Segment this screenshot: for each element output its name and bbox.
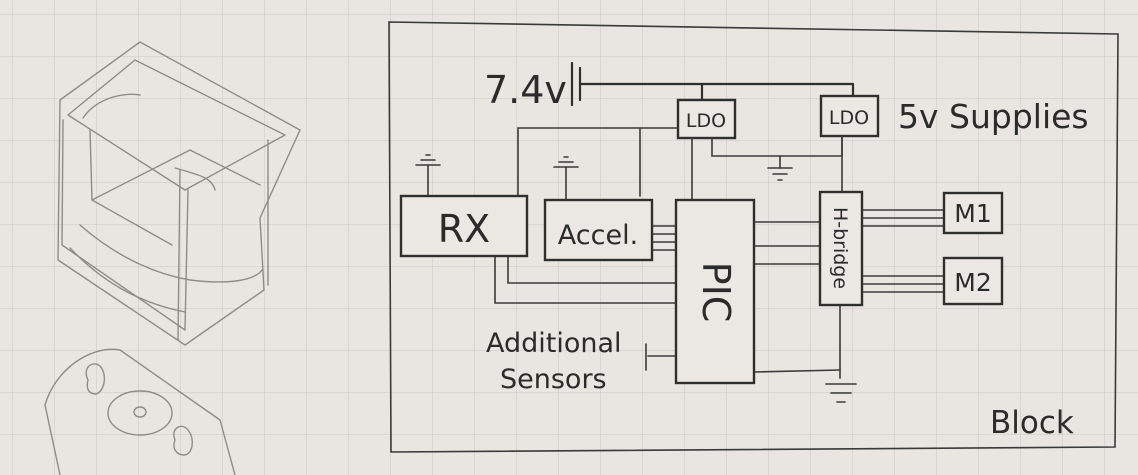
motor-1-label: M1 [954,199,991,228]
rx-block: RX [401,196,527,256]
accel-label: Accel. [558,220,638,251]
rx-label: RX [438,207,490,251]
accel-block: Accel. [545,200,652,260]
regulator-2: LDO [821,96,878,136]
h-bridge-label: H-bridge [829,207,851,289]
pic-block: PIC [676,200,754,383]
pic-label: PIC [694,262,738,323]
sensors-label-line1: Additional [486,328,622,359]
regulator-2-label: LDO [829,107,869,129]
motor-2-block: M2 [944,258,1002,304]
motor-1-block: M1 [944,193,1002,233]
regulator-1-label: LDO [686,110,726,132]
h-bridge-block: H-bridge [820,192,862,305]
battery-voltage-label: 7.4v [484,68,567,112]
block-label: Block [990,405,1074,441]
sensors-label-line2: Sensors [500,364,607,395]
motor-2-label: M2 [954,268,991,297]
regulator-1: LDO [678,100,735,138]
supply-label: 5v Supplies [898,97,1089,136]
